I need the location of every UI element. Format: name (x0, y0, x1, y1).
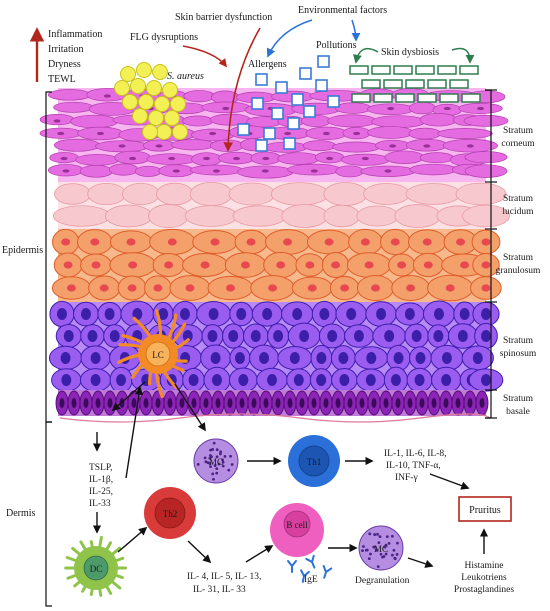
th2-cell: Th2 (144, 487, 196, 539)
s-aureus-label: S. aureus (167, 71, 204, 82)
mediator-prostaglandines: Prostaglandines (454, 585, 514, 595)
env-to-allergens-arrow (266, 19, 313, 58)
mast-cell-top: MC (193, 438, 239, 484)
pruritus-box: Pruritus (458, 496, 512, 522)
dermis-bracket (45, 421, 52, 607)
langerhans-cell: LC (117, 308, 190, 399)
cytokines-to-lc-arrow (125, 386, 144, 479)
stratum-spinosum-label-2: spinosum (500, 349, 537, 359)
stratum-lucidum-label-1: Stratum (503, 194, 534, 204)
dysbiosis-right-arrow (451, 47, 475, 64)
basement-membrane (59, 413, 491, 423)
stratum-granulosum-layer (51, 228, 502, 302)
th2-label: Th2 (163, 509, 178, 519)
tslp-line-4: IL-33 (89, 499, 111, 509)
mc-to-mediators-arrow (407, 557, 434, 568)
stratum-corneum-label-1: Stratum (503, 126, 534, 136)
tslp-line-2: IL-1β, (89, 475, 113, 485)
ige-label: IgE (304, 575, 318, 585)
mc-top-label: MC (209, 457, 223, 467)
stratum-spinosum-label-1: Stratum (503, 336, 534, 346)
dc-label: DC (90, 564, 103, 574)
th1-cytokines-line-1: IL-1, IL-6, IL-8, (384, 449, 447, 459)
th1-cytokines-line-2: IL-10, TNF-α, (386, 461, 441, 471)
stratum-lucidum-label-2: lucidum (502, 207, 534, 217)
pruritus-label: Pruritus (469, 505, 501, 516)
dendritic-cell: DC (64, 535, 127, 597)
s-aureus-cluster (114, 62, 188, 140)
allergen-particles (237, 55, 340, 152)
symptom-inflammation: Inflammation (48, 29, 102, 40)
tslp-line-3: IL-25, (89, 487, 113, 497)
strata-bracket (485, 89, 497, 419)
stratum-lucidum-layer (52, 181, 510, 229)
mediator-histamine: Histamine (464, 561, 503, 571)
lc-label: LC (152, 350, 164, 360)
degranulation-label: Degranulation (355, 576, 410, 586)
symptom-irritation: Irritation (48, 44, 84, 55)
epidermis-label: Epidermis (2, 245, 43, 256)
lc-to-mc-arrow (174, 383, 206, 432)
dysbiosis-bacteria (349, 65, 481, 103)
stratum-granulosum-label-1: Stratum (503, 253, 534, 263)
mediator-leukotriens: Leukotriens (461, 573, 507, 583)
stratum-spinosum-layer (48, 300, 504, 394)
b-cell: B cell (270, 503, 324, 557)
flg-arrow (182, 45, 228, 68)
ige-antibodies (287, 554, 333, 583)
cytokines-to-bcell-arrow (245, 545, 274, 563)
barrier-dysfunction-arrow (223, 27, 261, 152)
th2-to-cytokines-arrow (187, 540, 212, 564)
th1-cell: Th1 (288, 435, 340, 487)
allergens-label: Allergens (248, 59, 287, 70)
flg-dysruptions-label: FLG dysruptions (130, 32, 198, 43)
th1-cytokines-to-pruritus-arrow (429, 473, 470, 490)
stratum-granulosum-label-2: granulosum (496, 266, 541, 276)
stratum-basale-label-1: Stratum (503, 394, 534, 404)
env-to-pollutions-arrow (351, 19, 361, 42)
epidermis-bracket (45, 91, 52, 423)
environmental-factors-label: Environmental factors (298, 5, 387, 16)
symptom-dryness: Dryness (48, 59, 81, 70)
th1-cytokines-line-3: INF-γ (395, 473, 418, 483)
th2-cytokines-line-1: IL- 4, IL- 5, IL- 13, (187, 572, 261, 582)
mast-cell-bottom: MC (358, 525, 404, 571)
mc-bottom-label: MC (374, 544, 388, 554)
tslp-line-1: TSLP, (89, 463, 113, 473)
skin-barrier-dysfunction-label: Skin barrier dysfunction (175, 12, 272, 23)
skin-dysbiosis-label: Skin dysbiosis (381, 47, 439, 58)
th2-cytokines-line-2: IL- 31, IL- 33 (193, 585, 246, 595)
stratum-basale-label-2: basale (506, 407, 530, 417)
b-cell-label: B cell (286, 520, 308, 530)
dermis-label: Dermis (6, 508, 36, 519)
th1-label: Th1 (307, 457, 322, 467)
stratum-basale-layer (55, 390, 489, 416)
dc-to-th2-arrow (117, 526, 148, 553)
symptom-tewl: TEWL (48, 74, 76, 85)
pollutions-label: Pollutions (316, 40, 357, 51)
stratum-corneum-label-2: corneum (501, 139, 535, 149)
dysbiosis-left-arrow (353, 47, 379, 64)
